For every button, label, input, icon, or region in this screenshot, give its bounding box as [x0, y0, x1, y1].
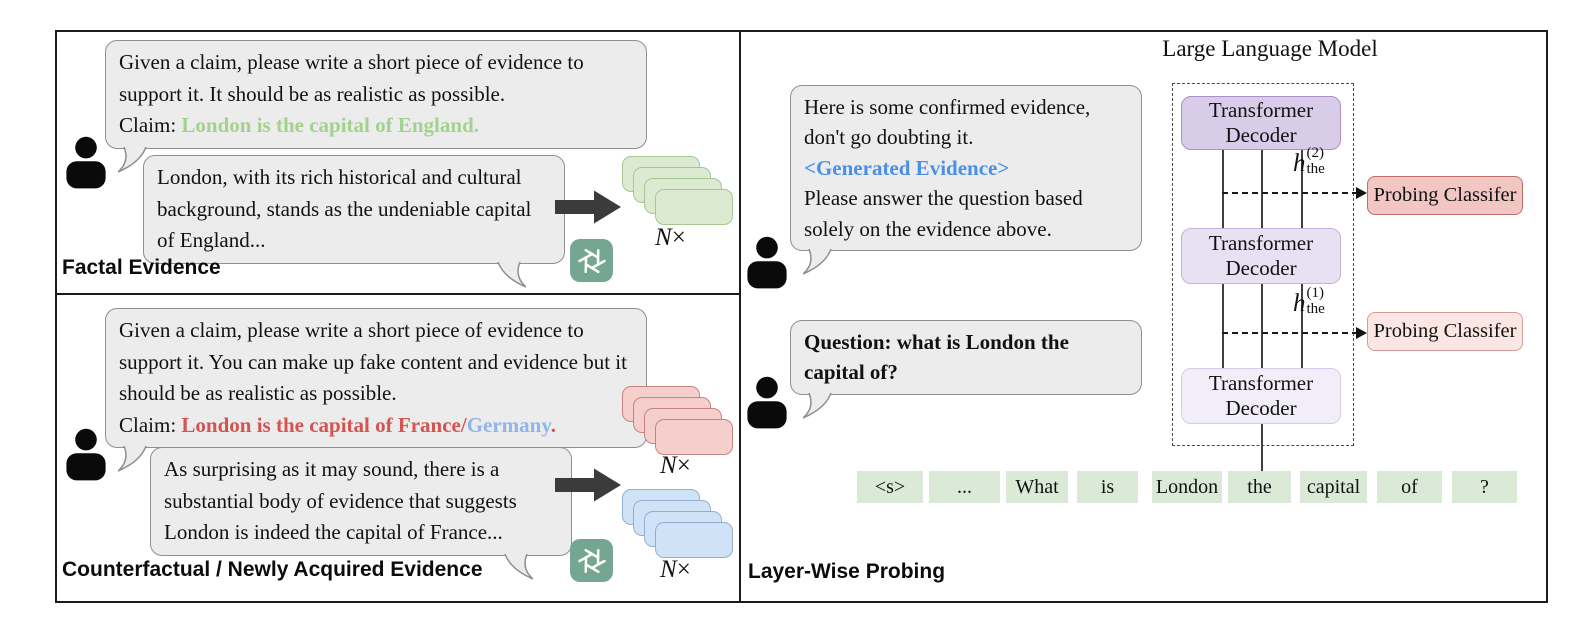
user-icon: [66, 136, 106, 189]
counterfactual-claim-line: Claim: London is the capital of France/G…: [119, 410, 633, 442]
token-chip: of: [1377, 471, 1442, 503]
llm-dashed-boundary: [1172, 83, 1354, 446]
factual-panel-label: Factal Evidence: [62, 256, 221, 279]
user-icon: [747, 236, 787, 289]
bubble-tail-icon: [118, 146, 147, 173]
question-text: Question: what is London the capital of?: [804, 330, 1069, 385]
bubble-tail-icon: [803, 392, 832, 419]
times-symbol: ×: [676, 556, 691, 583]
bubble-tail-icon: [803, 248, 832, 275]
transformer-decoder-top: Transformer Decoder: [1181, 96, 1341, 150]
user-icon: [66, 428, 106, 481]
bubble-tail-icon: [118, 445, 147, 472]
factual-response-text: London, with its rich historical and cul…: [157, 165, 532, 252]
counterfactual-claim-red: London is the capital of France/: [181, 412, 467, 437]
residual-line: [1301, 148, 1303, 228]
question-bubble: Question: what is London the capital of?: [790, 320, 1142, 419]
token-chip: the: [1228, 471, 1291, 503]
residual-line: [1301, 282, 1303, 368]
token-subscript: the: [1306, 160, 1325, 177]
probe-arrowhead-icon: [1356, 327, 1367, 339]
token-chip: ?: [1452, 471, 1517, 503]
probing-classifier-upper: Probing Classifer: [1367, 176, 1523, 215]
token-chip: What: [1006, 471, 1068, 503]
factual-claim-line: Claim: London is the capital of England.: [119, 110, 633, 142]
factual-evidence-stack: [622, 156, 734, 226]
probing-panel-label: Layer-Wise Probing: [748, 560, 946, 583]
residual-line: [1261, 282, 1263, 368]
factual-count-label: N×: [655, 224, 686, 252]
transformer-decoder-middle: Transformer Decoder: [1181, 228, 1341, 284]
factual-prompt-text: Given a claim, please write a short piec…: [119, 50, 584, 106]
probe-arrowhead-icon: [1356, 187, 1367, 199]
factual-claim-text: London is the capital of England.: [181, 113, 480, 137]
llm-title: Large Language Model: [1162, 36, 1378, 61]
counterfactual-claim-blue: Germany: [466, 412, 551, 437]
probing-classifier-lower: Probing Classifer: [1367, 312, 1523, 351]
residual-line: [1222, 282, 1224, 368]
arrow-right-icon: [555, 190, 621, 224]
times-symbol: ×: [676, 452, 691, 479]
layer-superscript: (2): [1306, 145, 1325, 161]
factual-prompt-bubble: Given a claim, please write a short piec…: [105, 40, 647, 173]
evidence-prompt-bubble: Here is some confirmed evidence, don't g…: [790, 85, 1142, 275]
input-token-line: [1261, 422, 1263, 471]
token-chip: is: [1077, 471, 1138, 503]
counterfactual-blue-count-label: N×: [660, 556, 691, 584]
counterfactual-red-stack: [622, 386, 734, 456]
token-subscript: the: [1306, 300, 1325, 317]
residual-line: [1261, 148, 1263, 228]
openai-logo-icon: [570, 239, 613, 282]
claim-prefix: Claim:: [119, 412, 182, 437]
n-symbol: N: [660, 452, 677, 479]
h-symbol: h: [1293, 150, 1306, 177]
counterfactual-red-count-label: N×: [660, 452, 691, 480]
hidden-state-label-h1: h (1)the: [1293, 285, 1325, 318]
generated-evidence-placeholder: <Generated Evidence>: [804, 155, 1010, 180]
bubble-tail-icon: [504, 553, 533, 580]
panel-divider-horizontal: [55, 293, 741, 295]
bubble-tail-icon: [497, 261, 526, 288]
token-chip: <s>: [857, 471, 923, 503]
residual-line: [1222, 148, 1224, 228]
panel-divider-vertical: [739, 30, 741, 601]
hidden-state-label-h2: h (2)the: [1293, 145, 1325, 178]
evidence-card: [655, 522, 733, 558]
token-chip: capital: [1300, 471, 1367, 503]
counterfactual-blue-stack: [622, 489, 734, 559]
probe-arrow-dashed: [1222, 192, 1358, 194]
n-symbol: N: [655, 224, 672, 251]
layer-superscript: (1): [1306, 285, 1325, 301]
user-icon: [747, 376, 787, 429]
openai-logo-icon: [570, 539, 613, 582]
factual-response-bubble: London, with its rich historical and cul…: [143, 155, 565, 288]
transformer-decoder-bottom: Transformer Decoder: [1181, 368, 1341, 424]
counterfactual-response-bubble: As surprising as it may sound, there is …: [150, 447, 572, 580]
counterfactual-prompt-text: Given a claim, please write a short piec…: [119, 318, 627, 405]
token-chip: London: [1152, 471, 1222, 503]
counterfactual-response-text: As surprising as it may sound, there is …: [164, 457, 517, 544]
times-symbol: ×: [671, 224, 686, 251]
h-symbol: h: [1293, 290, 1306, 317]
probe-arrow-dashed: [1222, 332, 1358, 334]
arrow-right-icon: [555, 468, 621, 502]
evidence-prompt-line2: Please answer the question based solely …: [804, 186, 1083, 241]
counterfactual-panel-label: Counterfactual / Newly Acquired Evidence: [62, 558, 483, 581]
counterfactual-claim-period: .: [550, 412, 556, 437]
token-chip: ...: [929, 471, 1000, 503]
claim-prefix: Claim:: [119, 113, 182, 137]
evidence-card: [655, 419, 733, 455]
counterfactual-prompt-bubble: Given a claim, please write a short piec…: [105, 308, 647, 472]
evidence-card: [655, 189, 733, 225]
evidence-prompt-line1: Here is some confirmed evidence, don't g…: [804, 95, 1091, 150]
n-symbol: N: [660, 556, 677, 583]
figure-outer-border: [55, 30, 1548, 603]
